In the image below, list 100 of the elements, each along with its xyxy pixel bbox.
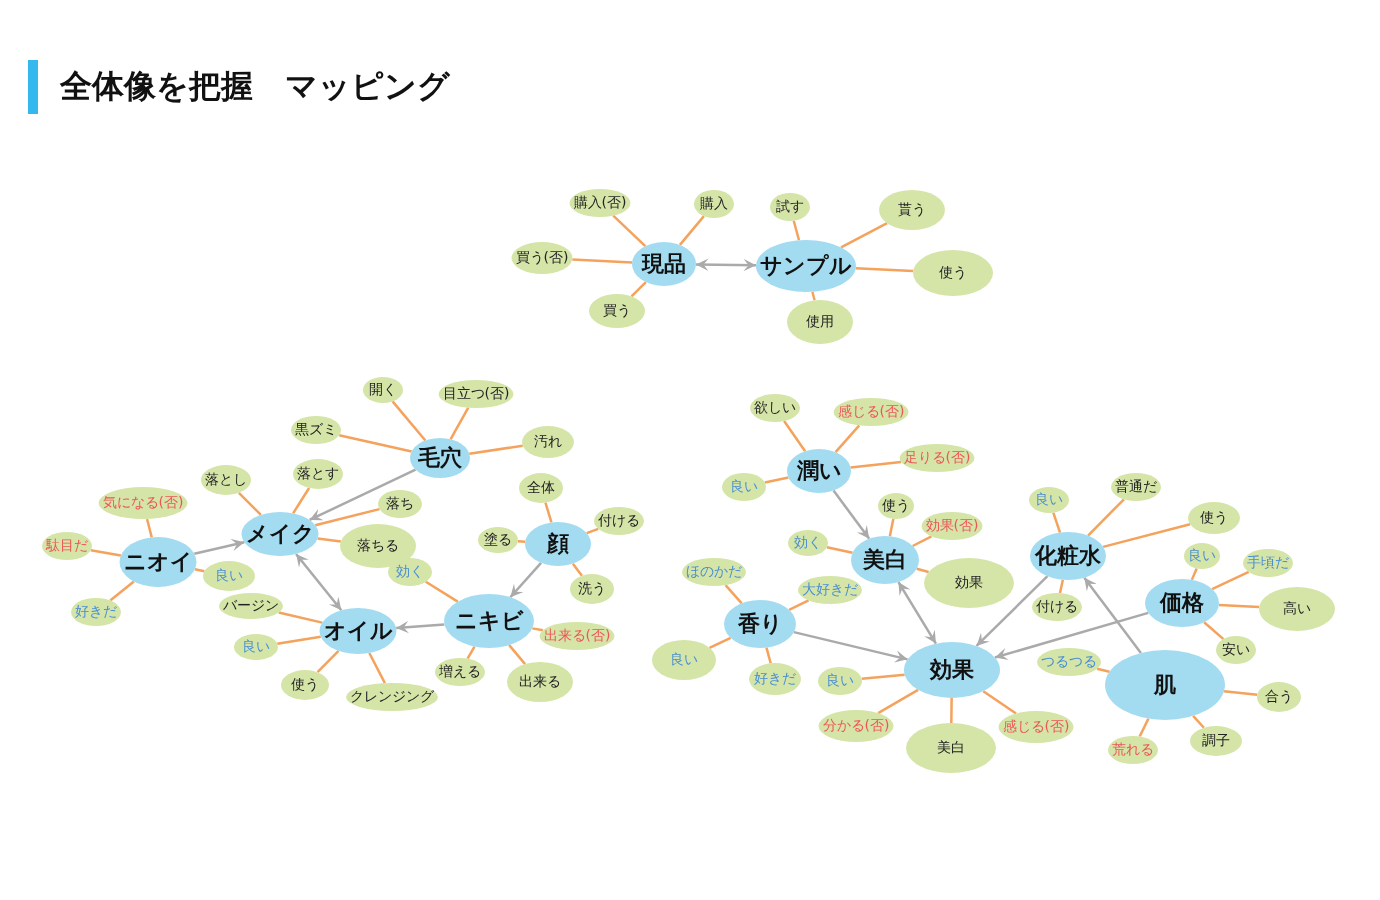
keyword-ellipse: 落とす [293, 459, 343, 489]
arrow [695, 258, 757, 272]
connector-line [788, 599, 810, 611]
connector-line [765, 647, 772, 664]
topic-ellipse: 効果 [904, 642, 1000, 698]
arrow [194, 538, 245, 555]
page-title: 全体像を把握 マッピング [60, 66, 450, 106]
keyword-ellipse: 出来る [507, 662, 573, 702]
connector-line [469, 444, 523, 455]
keyword-ellipse: 好きだ [71, 598, 121, 626]
connector-line [508, 644, 527, 665]
keyword-ellipse: 足りる(否) [899, 444, 975, 472]
keyword-ellipse: 落とし [201, 465, 251, 495]
keyword-ellipse: 試す [770, 193, 810, 221]
keyword-ellipse: 開く [363, 377, 403, 403]
connector-line [109, 580, 135, 602]
connector-line [277, 635, 321, 645]
keyword-ellipse: 塗る [478, 527, 518, 553]
keyword-ellipse: 買う [589, 294, 645, 328]
keyword-ellipse: 効果(否) [921, 512, 983, 540]
keyword-ellipse: 好きだ [749, 663, 801, 695]
keyword-ellipse: 美白 [906, 723, 996, 773]
connector-line [571, 562, 583, 577]
arrow [1083, 576, 1142, 654]
keyword-ellipse: 良い [203, 561, 255, 591]
connector-line [764, 476, 789, 484]
connector-line [950, 698, 953, 723]
arrow [897, 581, 937, 645]
keyword-ellipse: 全体 [519, 473, 563, 503]
keyword-ellipse: 調子 [1190, 726, 1242, 756]
connector-line [391, 400, 427, 442]
connector-line [1102, 523, 1191, 549]
connector-line [724, 584, 743, 605]
keyword-ellipse: 増える [435, 658, 485, 686]
topic-ellipse: ニオイ [119, 537, 197, 587]
arrow [396, 620, 445, 634]
connector-line [517, 540, 526, 544]
keyword-ellipse: バージン [219, 593, 283, 619]
connector-line [708, 636, 732, 650]
keyword-ellipse: 合う [1257, 682, 1301, 712]
arrow [832, 489, 871, 540]
connector-line [811, 291, 816, 301]
connector-line [1138, 718, 1150, 738]
keyword-ellipse: 効果 [924, 558, 1014, 608]
connector-line [1087, 498, 1125, 537]
keyword-ellipse: 使う [281, 670, 329, 700]
connector-line [1058, 579, 1065, 594]
keyword-ellipse: 高い [1259, 587, 1335, 631]
keyword-ellipse: 洗う [570, 574, 614, 604]
connector-line [982, 690, 1017, 715]
keyword-ellipse: 良い [818, 667, 862, 695]
keyword-ellipse: 荒れる [1108, 736, 1158, 764]
arrow [295, 553, 343, 612]
connector-line [368, 652, 386, 684]
connector-line [1218, 603, 1260, 609]
topic-ellipse: 潤い [787, 449, 851, 493]
keyword-ellipse: クレンジング [346, 683, 438, 711]
connector-line [314, 507, 380, 527]
topic-ellipse: 美白 [851, 536, 919, 584]
connector-line [792, 220, 801, 241]
topic-ellipse: 化粧水 [1030, 532, 1106, 580]
keyword-ellipse: 付ける [594, 507, 644, 535]
connector-line [466, 645, 476, 660]
keyword-ellipse: 普通だ [1111, 473, 1161, 501]
keyword-ellipse: 買う(否) [511, 242, 573, 274]
connector-line [783, 420, 807, 452]
topic-ellipse: 香り [724, 600, 796, 648]
keyword-ellipse: 分かる(否) [818, 710, 894, 742]
connector-line [338, 434, 412, 453]
connector-line [1192, 715, 1205, 729]
keyword-ellipse: 使う [878, 493, 914, 519]
topic-ellipse: 価格 [1145, 579, 1219, 627]
connector-line [1203, 621, 1225, 641]
topic-ellipse: ニキビ [444, 594, 534, 648]
keyword-ellipse: 気になる(否) [98, 487, 188, 519]
arrow [994, 611, 1149, 660]
connector-line [572, 258, 633, 264]
keyword-ellipse: 感じる(否) [998, 711, 1074, 743]
connector-line [630, 281, 647, 298]
keyword-ellipse: 良い [722, 473, 766, 501]
keyword-ellipse: 使用 [787, 300, 853, 344]
connector-line [826, 545, 853, 555]
keyword-ellipse: 汚れ [522, 426, 574, 458]
keyword-ellipse: 付ける [1032, 593, 1082, 621]
connector-line [678, 215, 705, 246]
keyword-ellipse: 黒ズミ [291, 416, 341, 444]
arrow [309, 468, 417, 522]
keyword-ellipse: 良い [652, 640, 716, 680]
topic-ellipse: 現品 [632, 242, 696, 286]
topic-ellipse: オイル [319, 608, 397, 654]
connector-line [877, 688, 919, 715]
connector-line [278, 611, 323, 624]
keyword-ellipse: 購入 [694, 190, 734, 218]
keyword-ellipse: 良い [1184, 543, 1220, 569]
topic-ellipse: 顔 [525, 522, 591, 566]
keyword-ellipse: 良い [1029, 487, 1069, 513]
keyword-ellipse: 使う [1188, 502, 1240, 534]
connector-line [840, 222, 888, 249]
keyword-ellipse: 駄目だ [42, 532, 92, 560]
connector-line [612, 214, 647, 248]
